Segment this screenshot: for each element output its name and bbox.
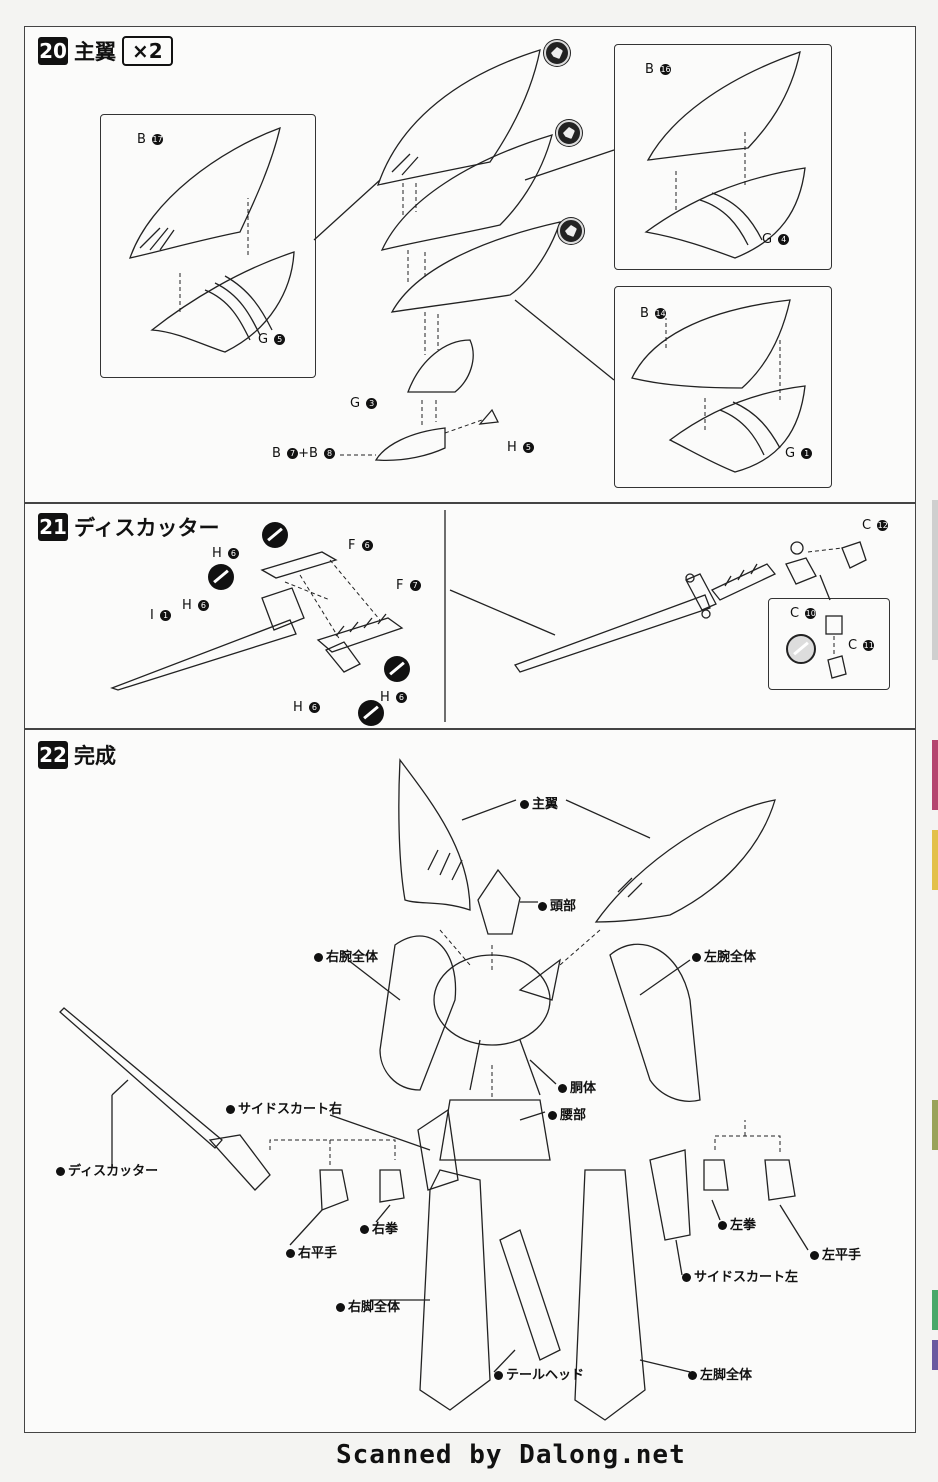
completed-model-drawing <box>59 758 809 1421</box>
part-label-b16: B 16 <box>645 62 672 77</box>
part-label-h5: H 5 <box>507 440 534 455</box>
step-title: 完成 <box>74 744 116 768</box>
step-21-header: 21 ディスカッター <box>38 512 220 542</box>
part-label-h6: H 6 <box>182 598 209 613</box>
part-label-b17: B 17 <box>137 132 164 147</box>
cut-gate-icon <box>384 656 410 682</box>
callout-side-skirt-left: サイドスカート左 <box>682 1266 798 1285</box>
glue-icon <box>544 40 570 66</box>
edge-strip <box>932 1340 938 1370</box>
callout-right-fist: 右拳 <box>360 1218 398 1237</box>
callout-left-open-hand: 左平手 <box>810 1244 861 1263</box>
part-label-h6: H 6 <box>380 690 407 705</box>
callout-tail-head: テールヘッド <box>494 1364 584 1383</box>
glue-icon <box>556 120 582 146</box>
edge-strip <box>932 1290 938 1330</box>
part-label-c11: C 11 <box>848 638 875 653</box>
callout-right-open-hand: 右平手 <box>286 1242 337 1261</box>
cut-gate-icon <box>208 564 234 590</box>
callout-main-wing: 主翼 <box>520 793 558 812</box>
edge-strip <box>932 500 938 660</box>
part-label-i1: I 1 <box>150 608 171 623</box>
step-number: 21 <box>38 513 68 541</box>
callout-left-arm: 左腕全体 <box>692 946 756 965</box>
part-label-f7: F 7 <box>396 578 421 593</box>
part-label-f6: F 6 <box>348 538 373 553</box>
step-20-section <box>24 26 916 504</box>
callout-side-skirt-right: サイドスカート右 <box>226 1098 342 1117</box>
step-number: 22 <box>38 741 68 769</box>
cut-gate-icon <box>262 522 288 548</box>
callout-torso: 胴体 <box>558 1077 596 1096</box>
step-22-header: 22 完成 <box>38 740 116 770</box>
callout-left-leg: 左脚全体 <box>688 1364 752 1383</box>
edge-strip <box>932 1100 938 1150</box>
part-label-g5: G 5 <box>258 332 286 347</box>
cut-gate-icon <box>786 634 816 664</box>
glue-icon <box>558 218 584 244</box>
callout-head: 頭部 <box>538 895 576 914</box>
cut-gate-icon <box>358 700 384 726</box>
part-label-g1: G 1 <box>785 446 813 461</box>
part-label-h6: H 6 <box>212 546 239 561</box>
part-label-g3: G 3 <box>350 396 378 411</box>
part-label-h6: H 6 <box>293 700 320 715</box>
quantity-badge: ×2 <box>122 36 173 66</box>
step-number: 20 <box>38 37 68 65</box>
wing-assembly-drawing <box>129 49 806 473</box>
callout-left-fist: 左拳 <box>718 1214 756 1233</box>
part-label-c10: C 10 <box>790 606 817 621</box>
step-title: ディスカッター <box>74 516 220 540</box>
step-title: 主翼 <box>74 40 116 64</box>
edge-strip <box>932 830 938 890</box>
step-20-header: 20 主翼 ×2 <box>38 36 173 66</box>
step-22-section <box>24 728 916 1433</box>
part-label-b14: B 14 <box>640 306 667 321</box>
edge-strip <box>932 740 938 810</box>
callout-waist: 腰部 <box>548 1104 586 1123</box>
callout-right-leg: 右脚全体 <box>336 1296 400 1315</box>
sword-assembly-drawing <box>110 510 867 722</box>
callout-right-arm: 右腕全体 <box>314 946 378 965</box>
step-21-section <box>24 502 916 730</box>
callout-dis-cutter: ディスカッター <box>56 1160 158 1179</box>
part-label-g4: G 4 <box>762 232 790 247</box>
scan-watermark: Scanned by Dalong.net <box>336 1440 686 1470</box>
part-label-c12: C 12 <box>862 518 889 533</box>
part-label-b7-b8: B 7+B 8 <box>272 446 336 461</box>
